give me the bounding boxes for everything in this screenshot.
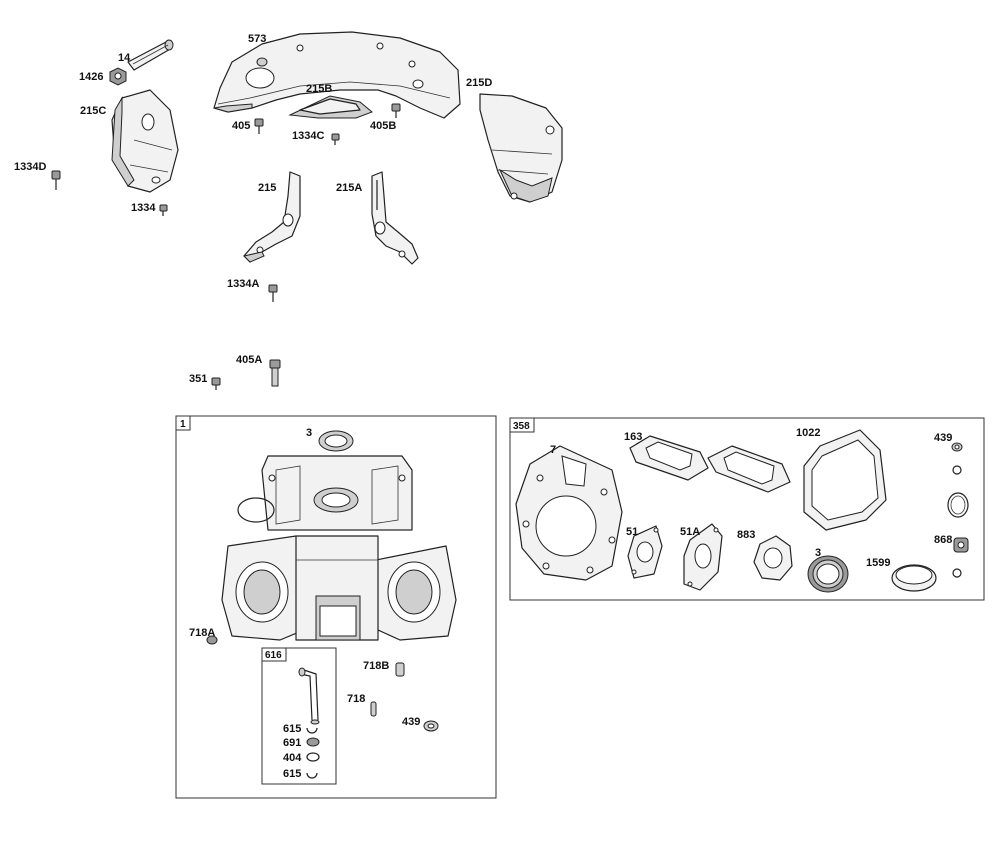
label-351: 351	[189, 373, 207, 385]
seal-3-box1	[318, 430, 354, 452]
label-868: 868	[934, 534, 952, 546]
valve-cover-gasket-1022	[803, 429, 887, 531]
washer-404	[306, 752, 320, 762]
gasket-51A	[683, 523, 723, 591]
label-51: 51	[626, 526, 638, 538]
label-1426: 1426	[79, 71, 103, 83]
screw-405	[254, 118, 264, 134]
label-691: 691	[283, 737, 301, 749]
label-1022: 1022	[796, 427, 820, 439]
head-gasket-7	[515, 445, 623, 581]
box-616-tag	[261, 647, 287, 662]
gasket-883	[753, 535, 793, 581]
screw-351	[211, 377, 221, 390]
label-1334C: 1334C	[292, 130, 324, 142]
gasket-51	[627, 525, 663, 579]
label-1599: 1599	[866, 557, 890, 569]
bracket-215B	[288, 95, 373, 119]
label-box-358: 358	[513, 421, 530, 432]
clip-615-b	[306, 772, 318, 779]
box-358-tag	[509, 417, 535, 433]
baffle-215A	[371, 171, 419, 265]
ring-868b	[952, 568, 962, 578]
pin-718	[370, 701, 377, 717]
label-box-1: 1	[180, 419, 186, 430]
screw-1334A	[268, 284, 278, 302]
ring-small	[952, 465, 962, 475]
ring-1599	[891, 564, 937, 592]
nut-1426	[109, 67, 127, 86]
oring-691	[306, 737, 320, 747]
shroud-573	[213, 31, 461, 119]
label-7: 7	[550, 444, 556, 456]
box-358	[509, 417, 985, 601]
box-1	[175, 415, 497, 799]
label-215: 215	[258, 182, 276, 194]
label-215A: 215A	[336, 182, 362, 194]
gasket-163b	[707, 445, 791, 493]
baffle-215	[243, 171, 301, 263]
label-1334D: 1334D	[14, 161, 46, 173]
label-405B: 405B	[370, 120, 396, 132]
label-14: 14	[118, 52, 131, 64]
clip-615-a	[306, 727, 318, 734]
label-3-box1: 3	[306, 427, 312, 439]
seal-868	[953, 537, 969, 553]
oring-439-box358	[951, 442, 963, 452]
label-615-b: 615	[283, 768, 301, 780]
label-405: 405	[232, 120, 250, 132]
shroud-215D	[479, 93, 563, 203]
label-439-box1: 439	[402, 716, 420, 728]
label-405A: 405A	[236, 354, 262, 366]
crankcase	[221, 455, 457, 641]
pin-14	[127, 39, 174, 71]
label-718A: 718A	[189, 627, 215, 639]
label-883: 883	[737, 529, 755, 541]
seal-3-box358	[807, 555, 849, 593]
label-615-a: 615	[283, 723, 301, 735]
screw-1334D	[51, 170, 61, 190]
sleeve-718B	[395, 662, 405, 677]
label-215D: 215D	[466, 77, 492, 89]
label-3-box358: 3	[815, 547, 821, 559]
box-616	[261, 647, 337, 785]
label-box-616: 616	[265, 650, 282, 661]
label-215B: 215B	[306, 83, 332, 95]
label-439-box358: 439	[934, 432, 952, 444]
oring-439-box1	[423, 720, 439, 732]
label-1334A: 1334A	[227, 278, 259, 290]
label-718: 718	[347, 693, 365, 705]
label-163: 163	[624, 431, 642, 443]
screw-405B	[391, 103, 401, 118]
label-718B: 718B	[363, 660, 389, 672]
box-1-tag	[175, 415, 191, 431]
shroud-215C	[111, 89, 179, 193]
label-1334: 1334	[131, 202, 156, 214]
pin-718A	[206, 635, 218, 645]
screw-1334	[159, 204, 168, 216]
label-404: 404	[283, 752, 302, 764]
label-51A: 51A	[680, 526, 700, 538]
label-215C: 215C	[80, 105, 106, 117]
label-573: 573	[248, 33, 266, 45]
bolt-405A	[269, 359, 281, 387]
screw-1334C	[331, 133, 340, 145]
gasket-163	[629, 435, 709, 481]
ring-large	[947, 492, 969, 518]
dipstick-tube-616	[298, 667, 320, 725]
